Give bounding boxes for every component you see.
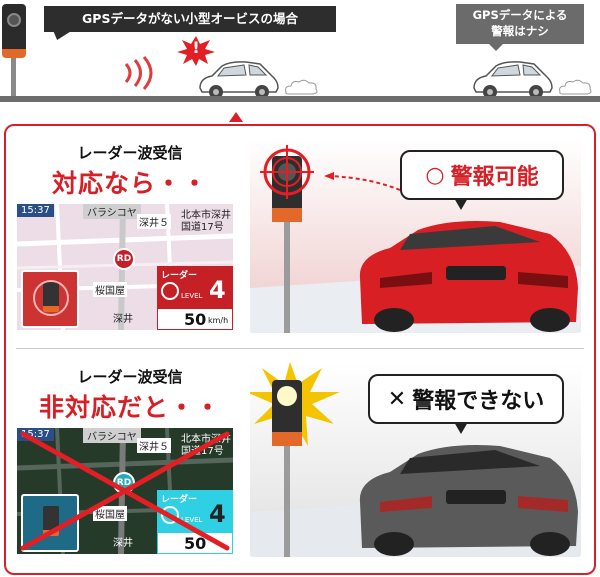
cross-out-mark bbox=[20, 431, 230, 551]
exhaust-cloud-icon bbox=[559, 79, 592, 95]
map-place-1: 深井５ bbox=[137, 214, 171, 229]
supported-subtitle: レーダー波受信 bbox=[77, 144, 183, 162]
radar-signal-icon bbox=[161, 506, 179, 524]
scene-art bbox=[250, 145, 581, 333]
map-time: 15:37 bbox=[17, 204, 54, 217]
map-road-name: バラシコヤ bbox=[83, 428, 141, 443]
level-label: LEVEL bbox=[181, 516, 203, 524]
top-strip: GPSデータがない小型オービスの場合 ! GPSデータによる 警報はナシ bbox=[0, 0, 600, 110]
road-line bbox=[0, 96, 600, 102]
radar-alert-panel: レーダー LEVEL 4 50 bbox=[157, 490, 233, 554]
radar-label: レーダー bbox=[161, 271, 198, 281]
callout-tail bbox=[454, 422, 468, 434]
rd-badge: RD bbox=[113, 248, 135, 270]
radar-signal-icon bbox=[161, 282, 179, 300]
orbis-camera-thumbnail bbox=[21, 270, 79, 328]
speed-unit: km/h bbox=[208, 316, 229, 325]
gps-warning-none-bubble: GPSデータによる 警報はナシ bbox=[456, 4, 584, 44]
navigation-map-unsupported: 15:37 バラシコヤ 深井５ 北本市深井 国道17号 RD 桜国屋 深井 レー… bbox=[17, 428, 233, 554]
car-icon bbox=[199, 61, 279, 99]
supported-title: 対応なら・・ bbox=[51, 169, 208, 198]
scene-warning-possible: ○ 警報可能 bbox=[250, 138, 581, 333]
no-gps-data-bubble: GPSデータがない小型オービスの場合 bbox=[44, 6, 336, 32]
bubble-line-1: GPSデータによる bbox=[472, 8, 568, 23]
orbis-pole bbox=[11, 52, 16, 98]
speed-value: 50 bbox=[184, 534, 207, 553]
unsupported-title: 非対応だと・・ bbox=[38, 393, 221, 422]
orbis-device-icon bbox=[2, 4, 26, 58]
map-city: 北本市深井 bbox=[181, 434, 231, 445]
radar-alert-panel: レーダー LEVEL 4 50 km/h bbox=[157, 266, 233, 330]
comparison-frame bbox=[4, 124, 596, 575]
map-city: 北本市深井 bbox=[181, 210, 231, 221]
map-route: 国道17号 bbox=[181, 446, 224, 457]
level-label: LEVEL bbox=[181, 292, 203, 300]
warning-impossible-callout: ✕ 警報できない bbox=[368, 374, 564, 424]
scene-art bbox=[250, 362, 581, 557]
map-place-2: 桜国屋 bbox=[93, 282, 127, 297]
map-place-1: 深井５ bbox=[137, 438, 171, 453]
map-place-2: 桜国屋 bbox=[93, 506, 127, 521]
car-icon bbox=[473, 61, 553, 99]
level-value: 4 bbox=[209, 500, 226, 528]
warning-possible-callout: ○ 警報可能 bbox=[400, 150, 564, 200]
cross-icon: ✕ bbox=[387, 386, 407, 412]
circle-icon: ○ bbox=[425, 162, 445, 188]
exhaust-cloud-icon bbox=[285, 79, 318, 95]
bubble-line-2: 警報はナシ bbox=[491, 24, 549, 38]
warning-possible-text: 警報可能 bbox=[450, 165, 539, 190]
pointer-triangle bbox=[229, 112, 243, 122]
callout-tail bbox=[454, 198, 468, 210]
alert-mark: ! bbox=[192, 38, 200, 57]
alert-burst-icon bbox=[177, 36, 215, 66]
map-place-3: 深井 bbox=[113, 314, 133, 325]
section-divider bbox=[16, 348, 584, 349]
level-value: 4 bbox=[209, 276, 226, 304]
bubble-tail bbox=[488, 43, 504, 51]
unsupported-subtitle: レーダー波受信 bbox=[77, 368, 183, 386]
map-place-3: 深井 bbox=[113, 538, 133, 549]
map-road-name: バラシコヤ bbox=[83, 204, 141, 219]
radar-label: レーダー bbox=[161, 495, 198, 505]
speed-value: 50 bbox=[184, 310, 207, 329]
bubble-tail bbox=[47, 30, 73, 40]
navigation-map-supported: 15:37 バラシコヤ 深井５ 北本市深井 国道17号 RD 桜国屋 深井 レー… bbox=[17, 204, 233, 330]
map-route: 国道17号 bbox=[181, 222, 224, 233]
scene-warning-impossible: ✕ 警報できない bbox=[250, 362, 581, 557]
radar-wave-icon bbox=[124, 56, 153, 90]
warning-impossible-text: 警報できない bbox=[412, 389, 545, 414]
